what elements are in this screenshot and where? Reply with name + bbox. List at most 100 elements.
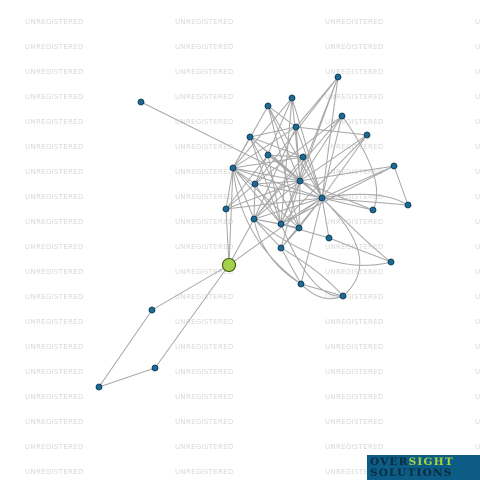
watermark-text: UNREGISTERED — [175, 468, 234, 476]
watermark-text: UNREGISTERED — [175, 143, 234, 151]
entity-node[interactable] — [325, 234, 333, 242]
watermark-text: UNREGISTERED — [475, 443, 480, 451]
network-edge — [253, 218, 392, 266]
entity-node[interactable] — [137, 98, 145, 106]
network-edge — [232, 167, 300, 229]
network-edge — [254, 183, 282, 225]
network-edge — [321, 165, 395, 199]
network-edge — [225, 208, 230, 266]
network-edge — [154, 264, 230, 369]
watermark-text: UNREGISTERED — [475, 268, 480, 276]
watermark-text: UNREGISTERED — [175, 318, 234, 326]
watermark-text: UNREGISTERED — [475, 318, 480, 326]
watermark-text: UNREGISTERED — [25, 468, 84, 476]
logo-line-1: OVERSIGHT — [370, 457, 480, 468]
watermark-text: UNREGISTERED — [325, 18, 384, 26]
edge-layer — [98, 76, 409, 388]
network-edge — [280, 76, 339, 225]
watermark-text: UNREGISTERED — [175, 343, 234, 351]
watermark-text: UNREGISTERED — [25, 193, 84, 201]
network-edge — [280, 180, 301, 249]
watermark-text: UNREGISTERED — [475, 68, 480, 76]
watermark-text: UNREGISTERED — [475, 18, 480, 26]
entity-node[interactable] — [250, 215, 258, 223]
entity-node[interactable] — [288, 94, 296, 102]
network-edge — [321, 134, 368, 199]
network-edge — [321, 197, 361, 297]
entity-node[interactable] — [339, 292, 347, 300]
watermark-text: UNREGISTERED — [475, 143, 480, 151]
watermark-text: UNREGISTERED — [325, 68, 384, 76]
watermark-text: UNREGISTERED — [325, 418, 384, 426]
watermark-text: UNREGISTERED — [325, 143, 384, 151]
watermark-text: UNREGISTERED — [175, 393, 234, 401]
network-edge — [225, 154, 269, 210]
network-edge — [295, 126, 368, 136]
focus-entity-node[interactable] — [221, 257, 237, 273]
entity-node[interactable] — [251, 180, 259, 188]
watermark-text: UNREGISTERED — [475, 168, 480, 176]
entity-node[interactable] — [277, 220, 285, 228]
watermark-text: UNREGISTERED — [475, 118, 480, 126]
entity-node[interactable] — [390, 162, 398, 170]
network-edge — [267, 105, 323, 199]
network-edge — [321, 197, 409, 206]
network-edge — [151, 264, 230, 311]
entity-node[interactable] — [277, 244, 285, 252]
watermark-text: UNREGISTERED — [25, 368, 84, 376]
network-edge — [267, 105, 301, 182]
watermark-text: UNREGISTERED — [325, 343, 384, 351]
watermark-text: UNREGISTERED — [475, 418, 480, 426]
watermark-text: UNREGISTERED — [25, 243, 84, 251]
watermark-text: UNREGISTERED — [475, 218, 480, 226]
entity-node[interactable] — [297, 280, 305, 288]
watermark-text: UNREGISTERED — [25, 343, 84, 351]
entity-node[interactable] — [404, 201, 412, 209]
watermark-text: UNREGISTERED — [25, 318, 84, 326]
network-edge — [280, 227, 300, 249]
watermark-text: UNREGISTERED — [325, 393, 384, 401]
network-edge — [280, 247, 302, 285]
entity-node[interactable] — [363, 131, 371, 139]
network-edge — [253, 156, 304, 220]
entity-node[interactable] — [295, 224, 303, 232]
entity-node[interactable] — [338, 112, 346, 120]
network-edge — [225, 183, 256, 210]
entity-node[interactable] — [222, 205, 230, 213]
logo-word-over: OVER — [370, 456, 409, 468]
entity-node[interactable] — [318, 194, 326, 202]
network-edge — [228, 197, 323, 266]
entity-node[interactable] — [292, 123, 300, 131]
entity-node[interactable] — [296, 177, 304, 185]
watermark-text: UNREGISTERED — [25, 43, 84, 51]
watermark-text: UNREGISTERED — [475, 393, 480, 401]
entity-node[interactable] — [95, 383, 103, 391]
entity-node[interactable] — [148, 306, 156, 314]
entity-node[interactable] — [246, 133, 254, 141]
network-edge — [321, 193, 409, 206]
entity-node[interactable] — [334, 73, 342, 81]
watermark-text: UNREGISTERED — [25, 118, 84, 126]
entity-node[interactable] — [299, 153, 307, 161]
watermark-text: UNREGISTERED — [325, 443, 384, 451]
entity-node[interactable] — [264, 151, 272, 159]
watermark-text: UNREGISTERED — [25, 68, 84, 76]
network-edge — [321, 76, 339, 199]
network-edge — [280, 97, 293, 225]
entity-node[interactable] — [229, 164, 237, 172]
entity-node[interactable] — [264, 102, 272, 110]
watermark-text: UNREGISTERED — [175, 268, 234, 276]
network-edge — [267, 105, 297, 128]
entity-node[interactable] — [369, 206, 377, 214]
watermark-text: UNREGISTERED — [325, 468, 384, 476]
watermark-text: UNREGISTERED — [325, 193, 384, 201]
entity-node[interactable] — [151, 364, 159, 372]
watermark-text: UNREGISTERED — [325, 218, 384, 226]
network-edge — [341, 115, 378, 211]
watermark-text: UNREGISTERED — [475, 293, 480, 301]
network-edge — [232, 167, 282, 225]
entity-node[interactable] — [387, 258, 395, 266]
network-edge — [253, 126, 297, 220]
watermark-text: UNREGISTERED — [325, 318, 384, 326]
